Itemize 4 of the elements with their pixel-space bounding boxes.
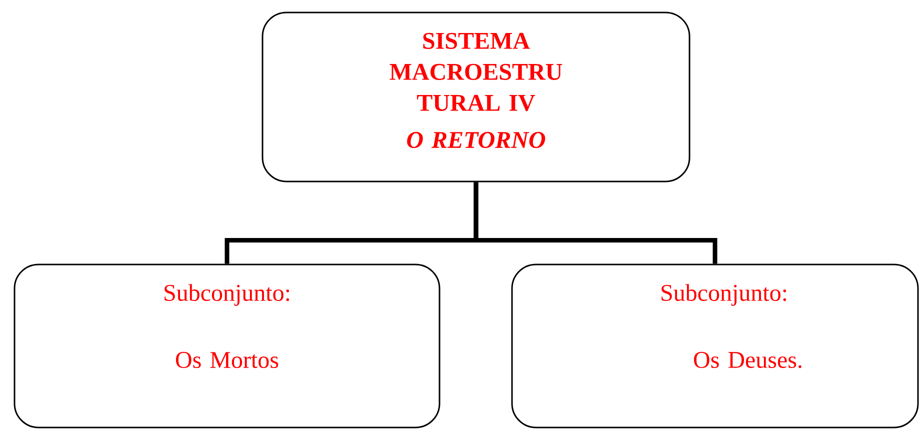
process-box: Subconjunto: Os Deuses. xyxy=(511,264,919,428)
connector-line xyxy=(474,182,718,264)
process-box: Subconjunto: Os Mortos xyxy=(14,264,440,428)
process-box: SISTEMA MACROESTRU TURAL IV O RETORNO xyxy=(262,12,690,182)
